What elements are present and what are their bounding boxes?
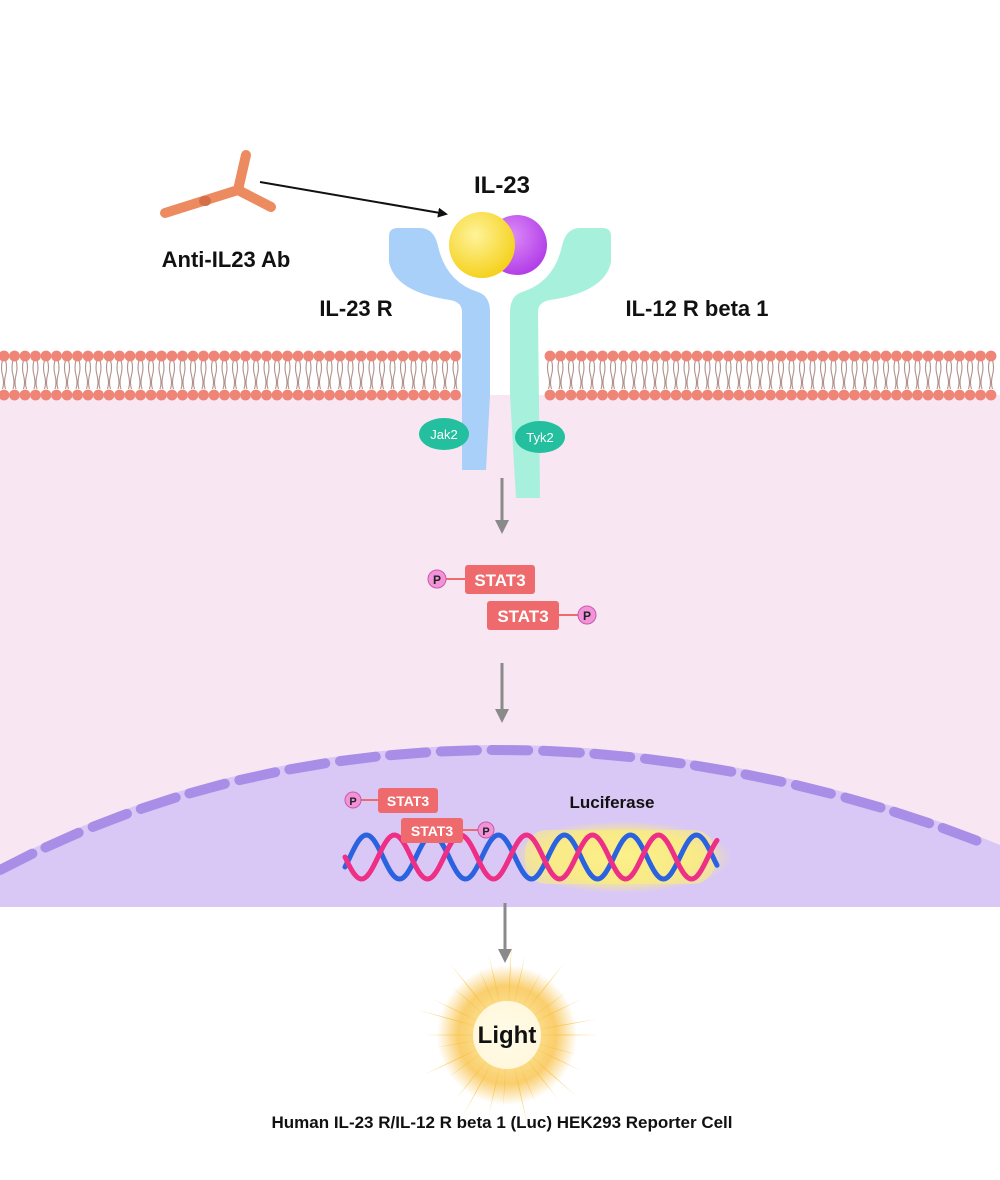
cell-membrane (0, 350, 997, 401)
light-burst (418, 943, 599, 1125)
phospho-label: P (349, 796, 356, 808)
stat3-label: STAT3 (411, 823, 453, 839)
stat3-dimer-nucleus: P STAT3 STAT3 P (344, 788, 495, 843)
phospho-group (344, 791, 362, 809)
tyk2-label: Tyk2 (526, 430, 553, 445)
phospho-group (577, 605, 597, 625)
stat3-protein (465, 565, 535, 594)
luciferase-label: Luciferase (569, 793, 654, 812)
il23-receptor-label: IL-23 R (319, 296, 392, 321)
stat3-label: STAT3 (497, 607, 548, 626)
phospho-label: P (433, 573, 441, 587)
diagram-caption: Human IL-23 R/IL-12 R beta 1 (Luc) HEK29… (272, 1113, 733, 1132)
nucleus (0, 745, 1000, 907)
il12-receptor-label: IL-12 R beta 1 (625, 296, 768, 321)
tyk2-kinase: Tyk2 (515, 421, 565, 453)
anti-il23-antibody (160, 150, 276, 218)
antibody-label: Anti-IL23 Ab (162, 247, 291, 272)
light-label: Light (478, 1022, 537, 1049)
dna-double-helix (342, 832, 720, 882)
stat3-dimer-cytoplasm: P STAT3 STAT3 P (427, 565, 597, 630)
stat3-protein (378, 788, 438, 813)
stat3-label: STAT3 (474, 571, 525, 590)
stat3-protein (401, 818, 463, 843)
phospho-label: P (482, 826, 489, 838)
stat3-label: STAT3 (387, 793, 429, 809)
jak2-kinase: Jak2 (419, 418, 469, 450)
jak2-label: Jak2 (430, 427, 457, 442)
antibody-binding-arrow (259, 181, 448, 218)
stat3-protein (487, 601, 559, 630)
il23-label: IL-23 (474, 172, 530, 199)
phospho-group (427, 569, 447, 589)
phospho-label: P (583, 609, 591, 623)
phospho-group (477, 821, 495, 839)
il23-receptor[interactable] (389, 228, 490, 470)
il23-ligand[interactable] (449, 212, 547, 278)
nuclear-envelope (0, 745, 982, 875)
il23-p40-subunit (449, 212, 515, 278)
